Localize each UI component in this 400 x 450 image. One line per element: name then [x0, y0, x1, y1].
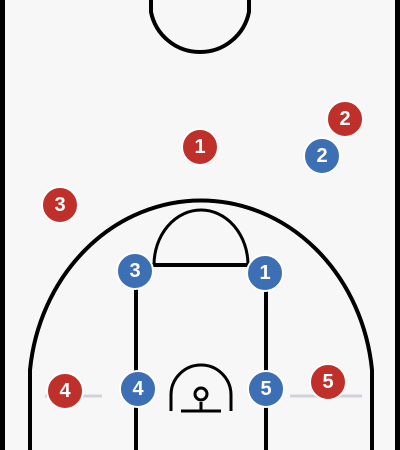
defense-player-3-label: 3: [129, 260, 140, 282]
defense-player-2[interactable]: 2: [303, 137, 341, 175]
defense-player-4[interactable]: 4: [119, 370, 157, 408]
defense-player-5-label: 5: [260, 378, 271, 400]
offense-player-5[interactable]: 5: [309, 363, 347, 401]
defense-player-5-marker: [247, 370, 285, 408]
offense-player-3[interactable]: 3: [41, 186, 79, 224]
defense-player-3-marker: [116, 252, 154, 290]
defense-player-2-label: 2: [316, 145, 327, 167]
rim: [193, 386, 209, 402]
defense-player-1-marker: [246, 254, 284, 292]
defense-player-3[interactable]: 3: [116, 252, 154, 290]
defense-player-4-marker: [119, 370, 157, 408]
free-throw-arc: [152, 208, 250, 266]
defense-player-4-label: 4: [132, 378, 144, 400]
offense-player-1[interactable]: 1: [181, 128, 219, 166]
restricted-area-arc: [169, 363, 233, 411]
offense-player-2-label: 2: [339, 108, 350, 130]
offense-player-5-marker: [309, 363, 347, 401]
defense-player-2-marker: [303, 137, 341, 175]
paint-lane: [134, 263, 268, 450]
offense-player-2-marker: [326, 100, 364, 138]
offense-player-4-marker: [46, 372, 84, 410]
offense-player-4[interactable]: 4: [46, 372, 84, 410]
offense-player-1-label: 1: [194, 136, 205, 158]
offense-player-5-label: 5: [322, 371, 333, 393]
defense-player-5[interactable]: 5: [247, 370, 285, 408]
center-circle: [149, 0, 251, 55]
offense-player-2[interactable]: 2: [326, 100, 364, 138]
defense-player-1[interactable]: 1: [246, 254, 284, 292]
offense-player-3-marker: [41, 186, 79, 224]
offense-player-1-marker: [181, 128, 219, 166]
three-point-arc: [28, 198, 374, 450]
offense-player-4-label: 4: [59, 380, 71, 402]
defense-player-1-label: 1: [259, 262, 270, 284]
offense-player-3-label: 3: [54, 194, 65, 216]
